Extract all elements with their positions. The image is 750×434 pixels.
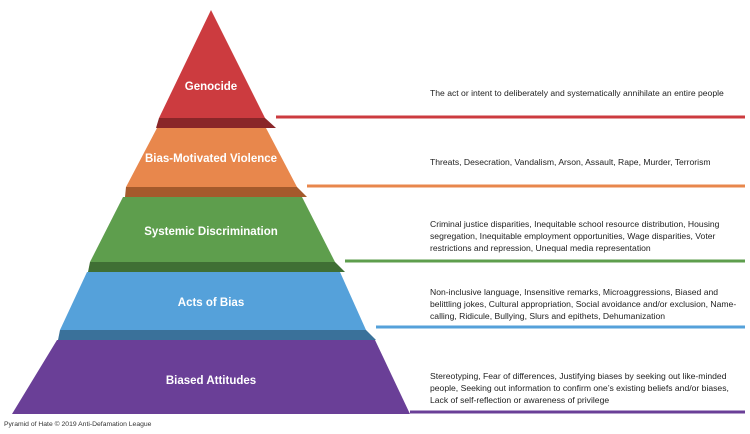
tier-acts-description: Non-inclusive language, Insensitive rema… <box>430 287 737 322</box>
tier-genocide-description: The act or intent to deliberately and sy… <box>430 88 724 98</box>
tier-discrimination-shadow <box>88 262 345 272</box>
tier-acts-shape <box>60 272 366 330</box>
tier-acts-shadow <box>58 330 376 340</box>
tier-violence-shadow <box>125 187 307 197</box>
copyright-footer: Pyramid of Hate © 2019 Anti-Defamation L… <box>4 421 152 428</box>
tier-violence-description: Threats, Desecration, Vandalism, Arson, … <box>430 157 711 167</box>
tier-violence-label: Bias-Motivated Violence <box>145 153 277 165</box>
tier-discrimination-shape <box>90 197 335 262</box>
tier-attitudes-description: Stereotyping, Fear of differences, Justi… <box>430 371 729 406</box>
tier-discrimination-label: Systemic Discrimination <box>144 226 278 238</box>
tier-genocide-shape <box>159 10 265 118</box>
tier-genocide-shadow <box>156 118 276 128</box>
tier-genocide-label: Genocide <box>185 81 237 93</box>
tier-discrimination-description: Criminal justice disparities, Inequitabl… <box>430 219 720 254</box>
tier-violence-shape <box>126 128 297 187</box>
tier-attitudes-label: Biased Attitudes <box>166 375 256 387</box>
tier-attitudes-shape <box>12 340 410 414</box>
tier-acts-label: Acts of Bias <box>178 297 244 309</box>
